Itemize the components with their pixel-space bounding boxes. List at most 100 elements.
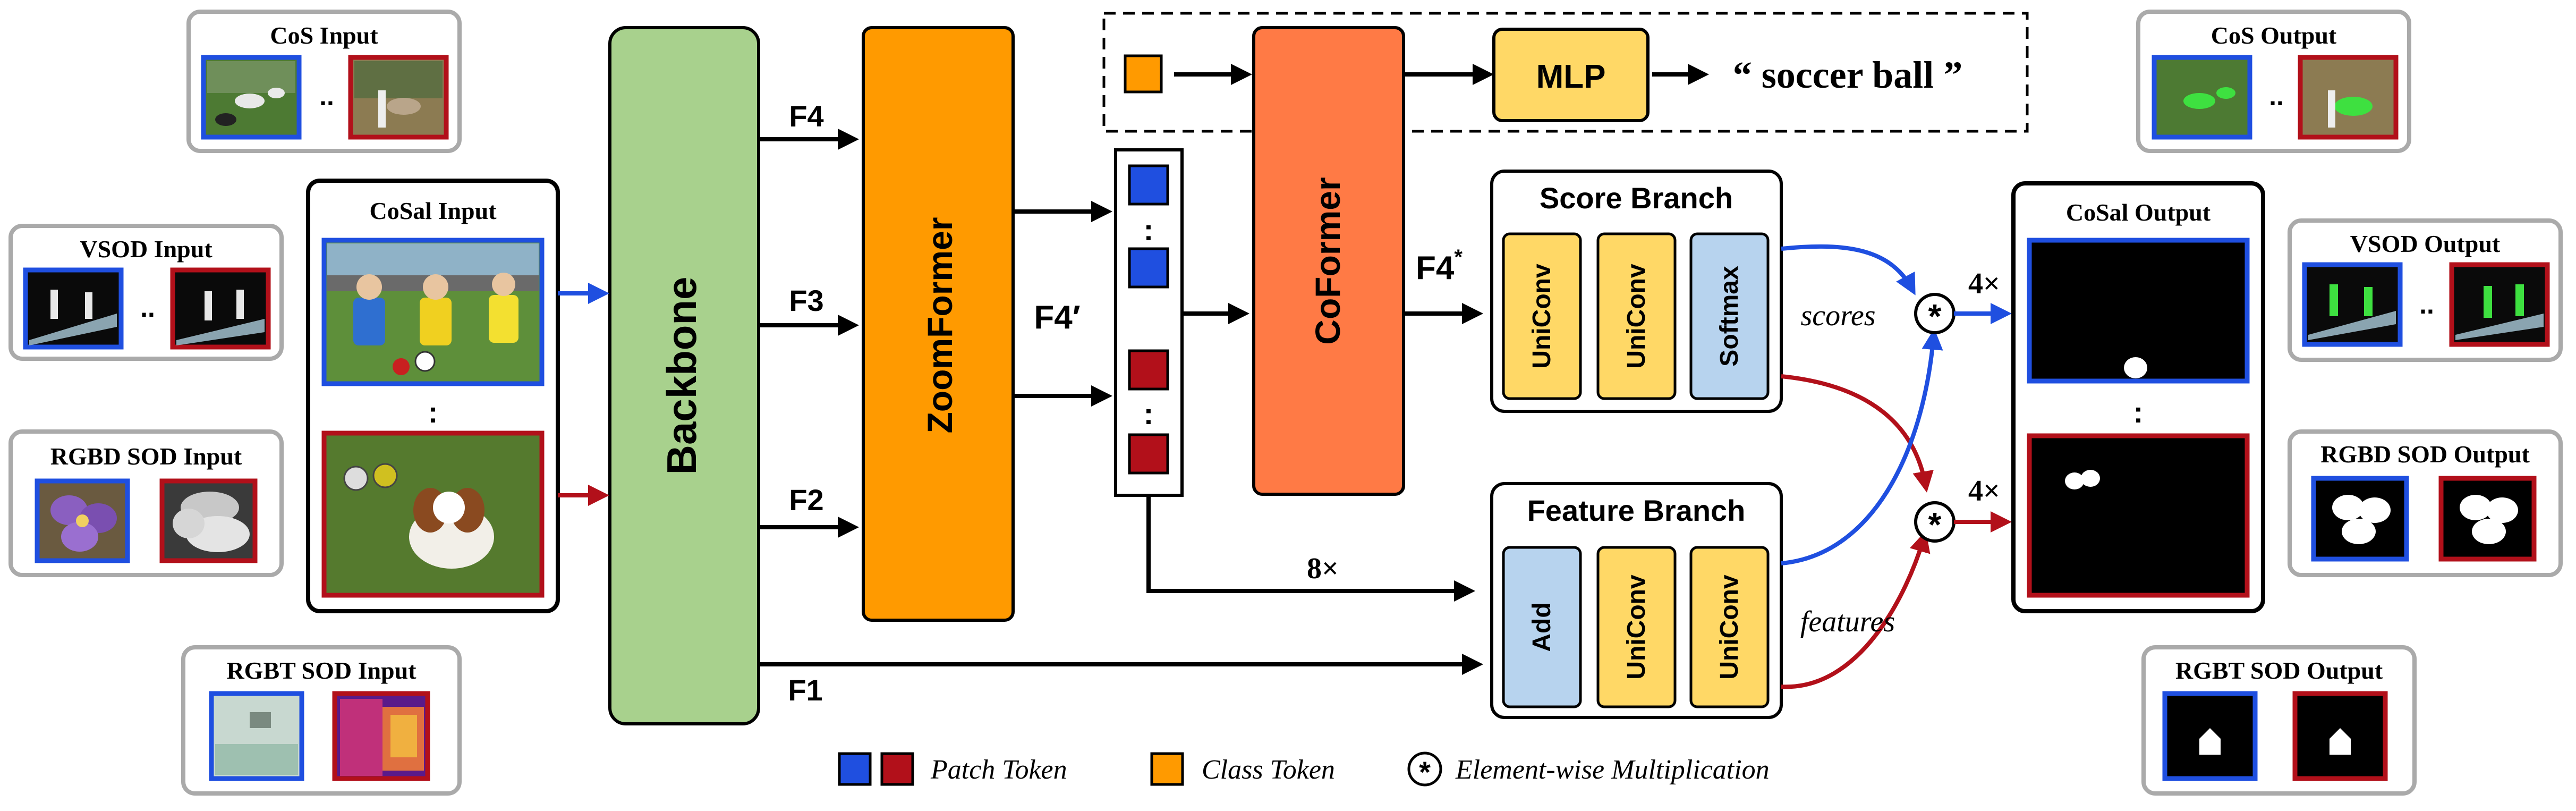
vsod-input-image-1 (23, 267, 124, 350)
coformer-block: CoFormer (1252, 26, 1405, 496)
svg-text:UniConv: UniConv (1622, 575, 1651, 680)
class-caption: “ soccer ball ” (1733, 54, 1963, 96)
cosal-output-vertical-dots: : (2133, 395, 2144, 429)
svg-text:*: * (1419, 755, 1431, 789)
rgbt-output-mask-2 (2292, 691, 2388, 781)
rgbt-input-title: RGBT SOD Input (226, 657, 416, 684)
vsod-output-panel: VSOD Output .. (2288, 218, 2563, 362)
f1-label: F1 (788, 673, 822, 707)
blue-patch-token-2 (1128, 247, 1169, 289)
mlp-label: MLP (1536, 58, 1606, 95)
class-token-dashed-box (1102, 12, 2029, 133)
vsod-input-panel: VSOD Input .. (8, 224, 284, 361)
svg-text:UniConv: UniConv (1715, 575, 1744, 680)
rgbt-input-image-thermal (332, 691, 430, 781)
rgbd-output-mask-1 (2311, 476, 2409, 562)
vsod-input-title: VSOD Input (80, 235, 212, 263)
f3-label: F3 (789, 284, 823, 317)
rgbd-input-panel: RGBD SOD Input (8, 429, 284, 577)
vsod-input-ellipsis: .. (140, 293, 155, 323)
feature-uniconv-2: UniConv (1689, 546, 1770, 708)
coformer-label: CoFormer (1308, 177, 1347, 344)
f2-label: F2 (789, 483, 823, 517)
backbone-block: Backbone (608, 26, 760, 725)
cos-output-image-1 (2152, 55, 2252, 140)
f4-prime-label: F4′ (1034, 299, 1080, 336)
cosal-input-panel: CoSal Input : (306, 179, 560, 613)
feature-branch-panel: Feature Branch Add UniConv UniConv (1490, 482, 1783, 719)
cos-output-title: CoS Output (2211, 22, 2337, 49)
rgbd-output-mask-2 (2438, 476, 2537, 562)
cos-input-image-2 (348, 55, 449, 140)
cos-input-ellipsis: .. (319, 81, 334, 111)
legend-patch-token-label: Patch Token (930, 755, 1067, 785)
cosal-input-vertical-dots: : (428, 395, 438, 429)
eight-times-label: 8× (1307, 552, 1339, 585)
scores-to-bottom-multiply-curve (1781, 374, 1934, 493)
legend-class-token-label: Class Token (1202, 755, 1335, 785)
score-uniconv-2: UniConv (1596, 232, 1677, 400)
multiply-node-top: * (1914, 293, 1956, 335)
legend-element-wise-label: Element-wise Multiplication (1455, 755, 1770, 785)
class-token-square (1124, 54, 1163, 94)
feature-uniconv-1: UniConv (1596, 546, 1677, 708)
backbone-label: Backbone (658, 277, 705, 475)
scores-to-top-multiply-curve (1781, 244, 1916, 295)
f4-star-label: F4* (1416, 246, 1463, 286)
red-token-dots: : (1144, 397, 1154, 430)
score-branch-title: Score Branch (1540, 181, 1733, 215)
cosal-output-panel: CoSal Output : (2011, 181, 2265, 613)
rgbd-input-image-depth (159, 478, 258, 563)
features-to-top-multiply-curve (1781, 328, 1943, 565)
rgbt-input-panel: RGBT SOD Input (181, 645, 462, 796)
zoomformer-block: ZoomFormer (862, 26, 1015, 622)
red-patch-token-1 (1128, 349, 1169, 391)
scores-label: scores (1800, 299, 1875, 332)
cosal-output-mask-1 (2027, 238, 2250, 384)
features-label: features (1800, 605, 1895, 638)
vsod-output-image-1 (2302, 262, 2403, 347)
rgbd-input-image-rgb (35, 478, 130, 563)
svg-text:*: * (1928, 297, 1942, 335)
svg-text:Add: Add (1528, 602, 1556, 652)
feature-branch-title: Feature Branch (1527, 494, 1746, 527)
blue-token-dots: : (1144, 213, 1154, 247)
svg-text:Softmax: Softmax (1715, 266, 1744, 367)
score-softmax: Softmax (1689, 232, 1770, 400)
cos-output-image-2 (2298, 55, 2399, 140)
cos-output-ellipsis: .. (2269, 81, 2284, 111)
vsod-output-title: VSOD Output (2350, 230, 2501, 257)
cosal-input-image-2 (321, 430, 545, 598)
legend-multiply-icon (1407, 751, 1442, 787)
vsod-input-image-2 (170, 267, 271, 350)
tokens-to-feature-branch-arrow (1146, 495, 1475, 602)
legend-red-patch-token (880, 752, 914, 786)
mlp-block: MLP (1492, 28, 1650, 122)
svg-text:UniConv: UniConv (1622, 264, 1651, 369)
rgbd-input-title: RGBD SOD Input (50, 443, 242, 470)
f4-label: F4 (789, 99, 823, 133)
svg-text:UniConv: UniConv (1528, 264, 1556, 369)
four-times-top-label: 4× (1968, 267, 2000, 300)
cos-input-panel: CoS Input .. (186, 10, 462, 153)
legend-class-token (1150, 752, 1184, 786)
red-patch-token-2 (1128, 433, 1169, 475)
rgbd-output-title: RGBD SOD Output (2320, 441, 2530, 468)
cos-input-title: CoS Input (270, 22, 378, 49)
four-times-bottom-label: 4× (1968, 475, 2000, 508)
score-uniconv-1: UniConv (1502, 232, 1582, 400)
patch-token-column: : : (1114, 148, 1184, 497)
blue-patch-token-1 (1128, 164, 1169, 206)
score-branch-panel: Score Branch UniConv UniConv Softmax (1490, 170, 1783, 413)
rgbd-output-panel: RGBD SOD Output (2288, 429, 2563, 577)
cosal-output-mask-2 (2027, 433, 2250, 598)
cosal-input-title: CoSal Input (369, 197, 497, 224)
rgbt-output-mask-1 (2162, 691, 2258, 781)
rgbt-output-title: RGBT SOD Output (2175, 657, 2383, 684)
feature-add: Add (1502, 546, 1582, 708)
rgbt-input-image-rgb (209, 691, 304, 781)
cosal-output-title: CoSal Output (2066, 199, 2211, 226)
zoomformer-label: ZoomFormer (920, 217, 959, 433)
vsod-output-image-2 (2449, 262, 2550, 347)
